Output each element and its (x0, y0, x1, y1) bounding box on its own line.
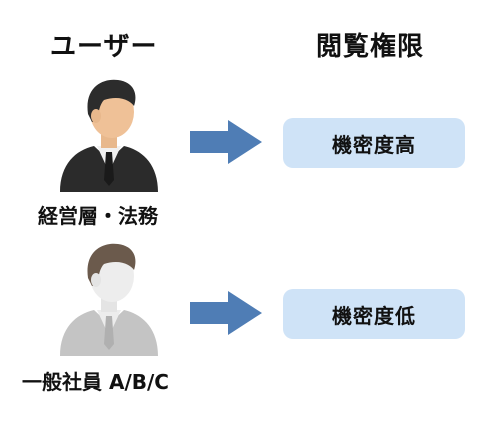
low-confidentiality-label: 機密度低 (332, 303, 416, 328)
user-column-header: ユーザー (50, 32, 158, 62)
permission-column-header: 閲覧権限 (316, 32, 425, 62)
businessman-light-suit-icon (54, 236, 164, 356)
employee-role-label: 一般社員 A/B/C (22, 370, 169, 394)
exec-role-label: 経営層・法務 (38, 204, 158, 228)
businessman-dark-suit-icon (54, 72, 164, 192)
low-confidentiality-box: 機密度低 (283, 289, 465, 339)
high-confidentiality-box: 機密度高 (283, 118, 465, 168)
right-arrow-icon (190, 120, 262, 164)
right-arrow-icon (190, 291, 262, 335)
high-confidentiality-label: 機密度高 (332, 132, 416, 157)
